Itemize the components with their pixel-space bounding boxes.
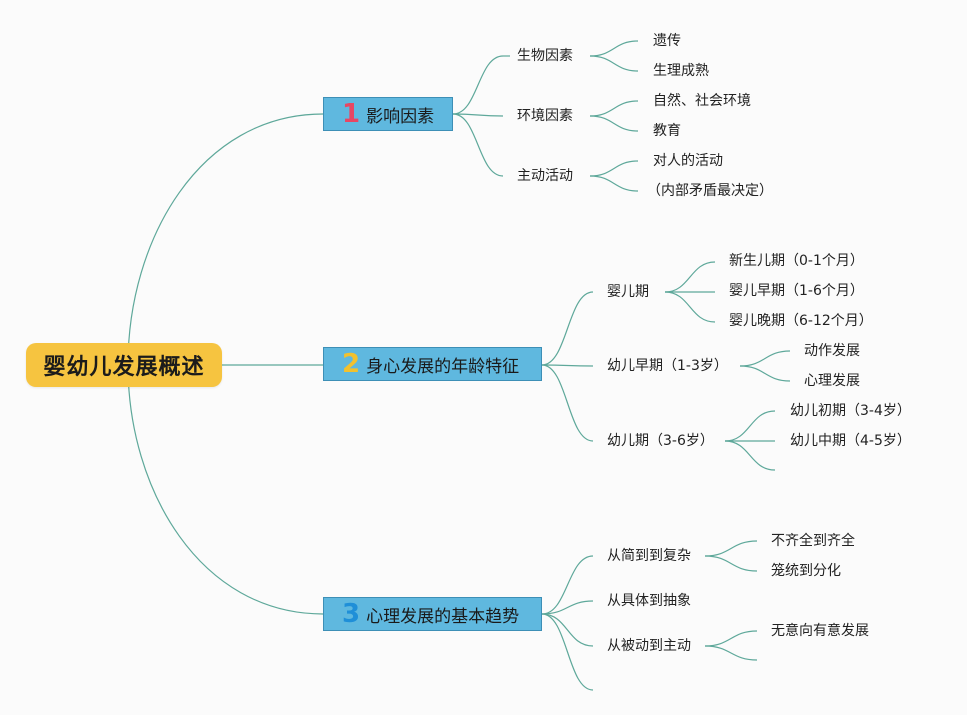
edge-b12-l2 <box>589 115 639 132</box>
edge-b23-l3 <box>724 440 776 471</box>
branch-2-3[interactable]: 幼儿期（3-6岁） <box>607 433 714 449</box>
leaf-2-1-2[interactable]: 婴儿早期（1-6个月） <box>729 283 864 299</box>
root-node[interactable]: 婴幼儿发展概述 <box>26 343 222 387</box>
leaf-1-1-2[interactable]: 生理成熟 <box>653 63 709 79</box>
edge-root-topic-3 <box>127 364 324 615</box>
edge-topic3-branch-1 <box>541 555 594 615</box>
leaf-1-1-1[interactable]: 遗传 <box>653 33 681 49</box>
branch-3-3[interactable]: 从被动到主动 <box>607 638 691 654</box>
leaf-2-1-1[interactable]: 新生儿期（0-1个月） <box>729 253 864 269</box>
edge-topic2-branch-2 <box>541 364 594 367</box>
leaf-1-2-2[interactable]: 教育 <box>653 123 681 139</box>
edge-b13-l1 <box>589 160 639 177</box>
topic-3-label: 心理发展的基本趋势 <box>366 606 520 627</box>
edge-b11-l2 <box>589 55 639 72</box>
branch-3-2[interactable]: 从具体到抽象 <box>607 593 691 609</box>
edge-topic3-branch-2 <box>541 600 594 615</box>
branch-1-3[interactable]: 主动活动 <box>517 168 573 184</box>
edge-topic1-branch-2 <box>452 113 504 117</box>
branch-1-1[interactable]: 生物因素 <box>517 48 573 64</box>
edge-topic3-branch-4 <box>541 613 594 691</box>
branch-2-2[interactable]: 幼儿早期（1-3岁） <box>607 358 728 374</box>
topic-1-number: 1 <box>342 99 361 129</box>
edge-b23-l1 <box>724 410 776 442</box>
branch-3-1[interactable]: 从简到到复杂 <box>607 548 691 564</box>
topic-3-node[interactable]: 3 心理发展的基本趋势 <box>323 597 542 631</box>
topic-2-number: 2 <box>342 349 361 379</box>
edge-topic3-branch-3 <box>541 613 594 647</box>
edge-topic2-branch-3 <box>541 364 594 442</box>
topic-2-node[interactable]: 2 身心发展的年龄特征 <box>323 347 542 381</box>
root-label: 婴幼儿发展概述 <box>43 355 205 380</box>
edge-topic2-branch-1 <box>541 291 594 366</box>
leaf-2-3-1[interactable]: 幼儿初期（3-4岁） <box>790 403 911 419</box>
leaf-1-3-1[interactable]: 对人的活动 <box>653 153 723 169</box>
leaf-2-2-2[interactable]: 心理发展 <box>804 373 860 389</box>
edge-b33-l1 <box>704 630 758 647</box>
leaf-2-1-3[interactable]: 婴儿晚期（6-12个月） <box>729 313 873 329</box>
edge-topic1-branch-1 <box>452 55 504 115</box>
edge-b22-l1 <box>739 350 791 367</box>
leaf-1-3-2[interactable]: （内部矛盾最决定） <box>647 183 773 199</box>
leaf-3-1-2[interactable]: 笼统到分化 <box>771 563 841 579</box>
edge-b11-l1 <box>589 40 639 57</box>
edge-b31-l1 <box>704 540 758 557</box>
edge-b22-l2 <box>739 365 791 382</box>
leaf-1-2-1[interactable]: 自然、社会环境 <box>653 93 751 109</box>
topic-1-label: 影响因素 <box>366 106 435 127</box>
edge-b13-l2 <box>589 175 639 192</box>
branch-1-2[interactable]: 环境因素 <box>517 108 573 124</box>
edge-b12-l1 <box>589 100 639 117</box>
edge-root-topic-1 <box>127 113 324 366</box>
branch-2-1[interactable]: 婴儿期 <box>607 284 649 300</box>
leaf-2-3-2[interactable]: 幼儿中期（4-5岁） <box>790 433 911 449</box>
leaf-2-2-1[interactable]: 动作发展 <box>804 343 860 359</box>
leaf-3-1-1[interactable]: 不齐全到齐全 <box>771 533 855 549</box>
edge-b21-l3 <box>664 291 716 323</box>
topic-2-label: 身心发展的年龄特征 <box>366 356 520 377</box>
edge-b31-l2 <box>704 555 758 572</box>
edge-topic1-branch-3 <box>452 113 504 177</box>
topic-1-node[interactable]: 1 影响因素 <box>323 97 453 131</box>
edge-b33-l2 <box>704 645 758 661</box>
topic-3-number: 3 <box>342 599 361 629</box>
edge-b21-l1 <box>664 261 716 293</box>
leaf-3-3-1[interactable]: 无意向有意发展 <box>771 623 869 639</box>
